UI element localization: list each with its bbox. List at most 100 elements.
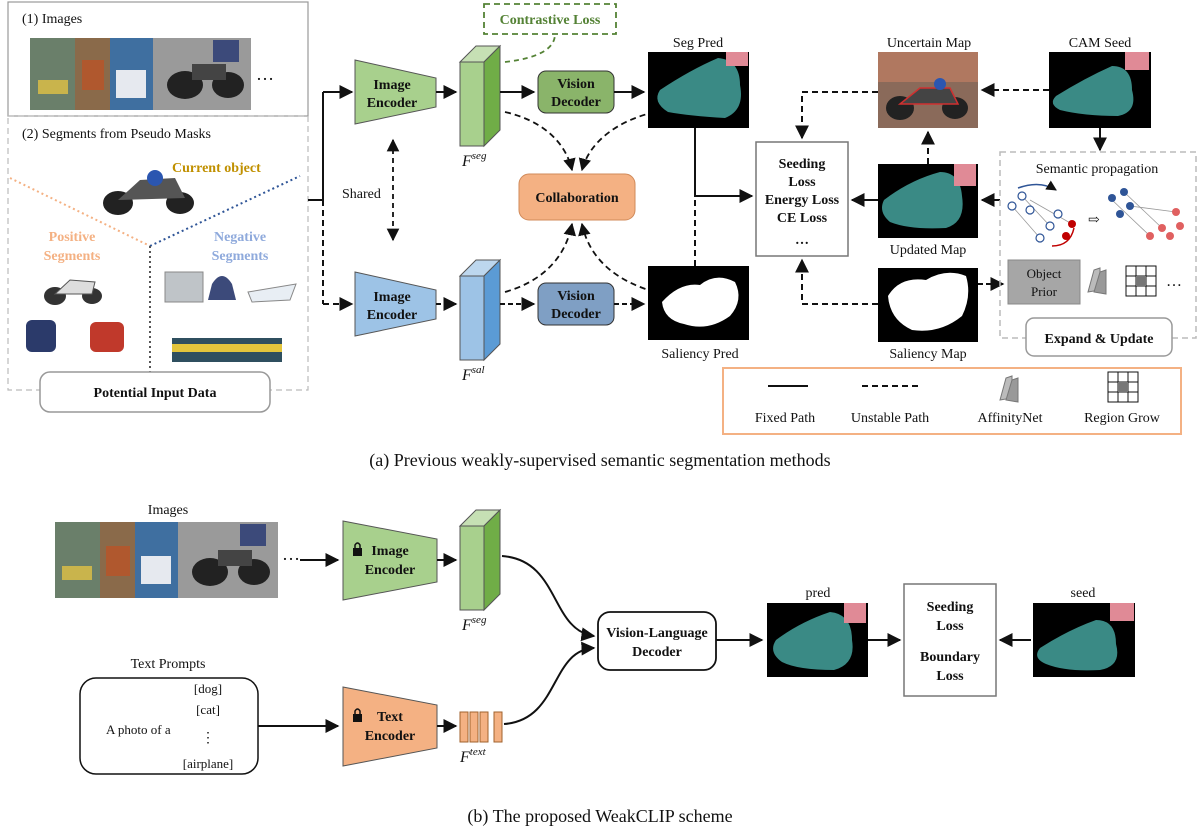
preds-to-loss-paths	[694, 128, 754, 266]
segments-label: (2) Segments from Pseudo Masks	[22, 127, 211, 142]
updated-map-mask	[878, 164, 978, 238]
expand-update-box	[1025, 317, 1173, 357]
legend-affinity-label: AffinityNet	[977, 411, 1042, 426]
region-grow-icon	[1125, 265, 1157, 297]
loss-seeding: Seeding	[779, 157, 826, 172]
b-loss-boundary: Boundary	[920, 650, 980, 665]
f-sal-feature-block	[458, 258, 502, 362]
b-f-seg-label: Fseg	[461, 614, 487, 634]
current-object-motorcycle	[103, 170, 194, 215]
contrastive-link	[504, 33, 556, 63]
loss-energy: Energy Loss	[765, 193, 840, 208]
image-encoder-sal-l1: Image	[373, 290, 410, 305]
image-encoder-seg-l2: Encoder	[367, 96, 418, 111]
propagation-arrow-glyph: ⇨	[1088, 213, 1100, 228]
uncertain-map-image	[878, 52, 978, 128]
b-seed-label: seed	[1071, 586, 1096, 601]
b-loss-boundary-2: Loss	[936, 669, 964, 684]
loss-box: Seeding Loss Energy Loss CE Loss …	[755, 141, 849, 257]
prompt-prefix: A photo of a	[106, 722, 171, 737]
ftext-to-vl-curve	[503, 641, 596, 725]
text-prompts-label: Text Prompts	[131, 657, 206, 672]
vision-decoder-sal-l1: Vision	[557, 289, 595, 304]
contrastive-loss-label: Contrastive Loss	[500, 13, 601, 28]
legend-affinity-icon	[999, 375, 1019, 403]
b-text-encoder-l2: Encoder	[365, 729, 416, 744]
collaboration-links	[504, 111, 656, 293]
prompt-dog: [dog]	[194, 681, 222, 696]
semantic-propagation-label: Semantic propagation	[1036, 162, 1158, 177]
negative-segments-thumbnails	[164, 271, 297, 362]
loss-ellipsis: …	[795, 233, 809, 248]
propagation-ellipsis: …	[1166, 273, 1182, 290]
vl-decoder-l1: Vision-Language	[606, 626, 707, 641]
collaboration-label: Collaboration	[535, 191, 618, 206]
image-encoder-seg: Image Encoder	[354, 59, 437, 125]
images-ellipsis: …	[256, 64, 274, 84]
negative-label-1: Negative	[214, 230, 266, 245]
object-prior-box	[1007, 259, 1081, 305]
image-encoder-sal-l2: Encoder	[367, 308, 418, 323]
b-images-ellipsis: …	[282, 544, 300, 564]
vision-decoder-seg-l1: Vision	[557, 77, 595, 92]
affinitynet-icon	[1087, 267, 1107, 295]
uncertain-map-label: Uncertain Map	[887, 36, 971, 51]
b-images-label: Images	[148, 503, 188, 518]
b-loss-box: Seeding Loss Boundary Loss	[903, 583, 997, 697]
current-object-label: Current object	[172, 161, 261, 176]
b-input-images-thumbnails	[55, 522, 278, 598]
cam-seed-label: CAM Seed	[1069, 36, 1132, 51]
potential-input-panel: (1) Images … (2) Segments from Pseudo Ma…	[7, 1, 309, 413]
contrastive-loss-box	[483, 3, 617, 35]
vision-decoder-seg-l2: Decoder	[551, 95, 601, 110]
fseg-to-vl-curve	[501, 555, 596, 642]
saliency-pred-label: Saliency Pred	[661, 347, 738, 362]
vl-decoder-box	[597, 611, 717, 671]
propagation-graph: ⇨	[1007, 180, 1184, 247]
collaboration-box	[518, 173, 636, 221]
b-image-encoder: Image Encoder	[342, 520, 438, 601]
propagation-panel	[999, 151, 1197, 339]
f-text-feature-stack	[459, 711, 503, 743]
legend-fixed-label: Fixed Path	[755, 411, 815, 426]
potential-input-label: Potential Input Data	[94, 386, 217, 401]
b-text-encoder-l1: Text	[377, 710, 403, 725]
object-prior-l2: Prior	[1031, 284, 1058, 299]
image-encoder-sal: Image Encoder	[354, 271, 437, 337]
updated-map-label: Updated Map	[890, 243, 967, 258]
saliency-to-loss-path	[795, 258, 878, 305]
vision-decoder-seg: Vision Decoder	[537, 70, 615, 114]
b-text-encoder: Text Encoder	[342, 686, 438, 767]
b-f-seg-feature-block	[458, 508, 502, 612]
vision-decoder-sal-l2: Decoder	[551, 307, 601, 322]
legend-unstable-label: Unstable Path	[851, 411, 929, 426]
potential-input-box	[39, 371, 271, 413]
negative-label-2: Segments	[212, 249, 269, 264]
legend-region-icon	[1107, 371, 1139, 403]
input-images-thumbnails	[30, 38, 251, 110]
prompt-airplane: [airplane]	[183, 756, 234, 771]
saliency-pred-mask	[648, 266, 749, 340]
f-sal-label: Fsal	[461, 364, 485, 384]
vl-decoder-l2: Decoder	[632, 645, 682, 660]
b-pred-mask	[767, 603, 868, 677]
vision-decoder-sal: Vision Decoder	[537, 282, 615, 326]
positive-label-2: Segments	[44, 249, 101, 264]
f-text-label: Ftext	[459, 746, 487, 766]
loss-ce: CE Loss	[777, 211, 828, 226]
caption-a: (a) Previous weakly-supervised semantic …	[369, 450, 830, 471]
b-loss-seeding: Seeding	[927, 600, 974, 615]
expand-update-label: Expand & Update	[1045, 332, 1154, 347]
uncertain-to-loss-path	[795, 91, 878, 140]
seg-pred-mask	[648, 52, 749, 128]
image-encoder-seg-l1: Image	[373, 78, 410, 93]
object-prior-l1: Object	[1027, 266, 1062, 281]
prompt-vdots: ⋮	[201, 731, 215, 746]
b-text-encoder-lock-icon	[353, 708, 362, 722]
legend: Fixed Path Unstable Path AffinityNet Reg…	[722, 367, 1182, 435]
b-pred-label: pred	[806, 586, 831, 601]
b-seed-mask	[1033, 603, 1135, 677]
b-loss-seeding-2: Loss	[936, 619, 964, 634]
seg-pred-label: Seg Pred	[673, 36, 723, 51]
